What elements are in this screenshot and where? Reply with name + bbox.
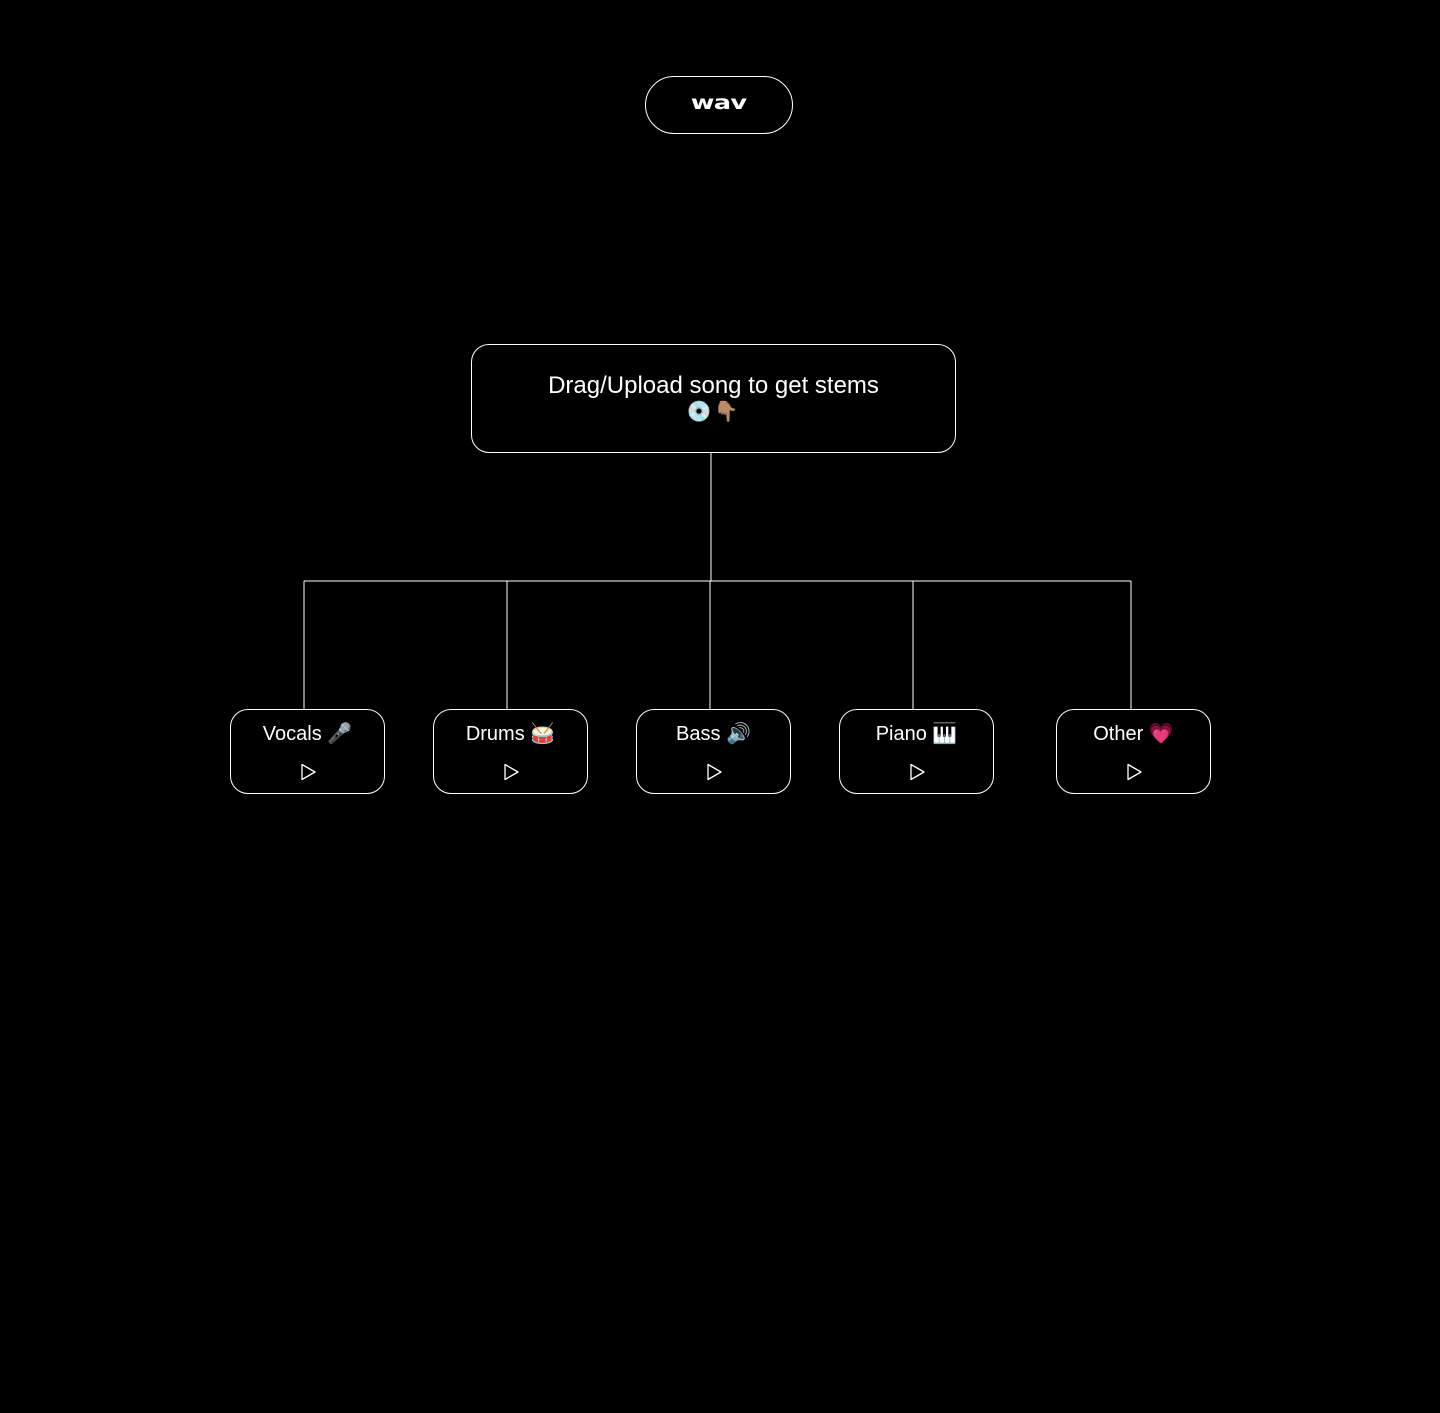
stem-label-bass: Bass 🔊 [676, 723, 751, 745]
upload-dropzone[interactable]: Drag/Upload song to get stems 💿👇🏽 [471, 344, 956, 453]
stem-label-piano: Piano 🎹 [875, 723, 958, 745]
stem-card-other: Other 💗 [1056, 709, 1211, 794]
logo-home-button[interactable]: wav [645, 76, 793, 134]
play-icon[interactable] [907, 762, 927, 782]
upload-prompt: Drag/Upload song to get stems [548, 372, 879, 399]
stem-card-drums: Drums 🥁 [433, 709, 588, 794]
stem-label-other: Other 💗 [1093, 723, 1174, 745]
play-icon[interactable] [704, 762, 724, 782]
disc-pointing-down-emoji: 💿👇🏽 [686, 401, 741, 423]
stem-label-drums: Drums 🥁 [465, 723, 556, 745]
play-icon[interactable] [1124, 762, 1144, 782]
stem-card-piano: Piano 🎹 [839, 709, 994, 794]
logo-text: wav [691, 91, 747, 114]
stem-label-vocals: Vocals 🎤 [262, 723, 353, 745]
stem-card-vocals: Vocals 🎤 [230, 709, 385, 794]
play-icon[interactable] [501, 762, 521, 782]
stem-card-bass: Bass 🔊 [636, 709, 791, 794]
play-icon[interactable] [298, 762, 318, 782]
